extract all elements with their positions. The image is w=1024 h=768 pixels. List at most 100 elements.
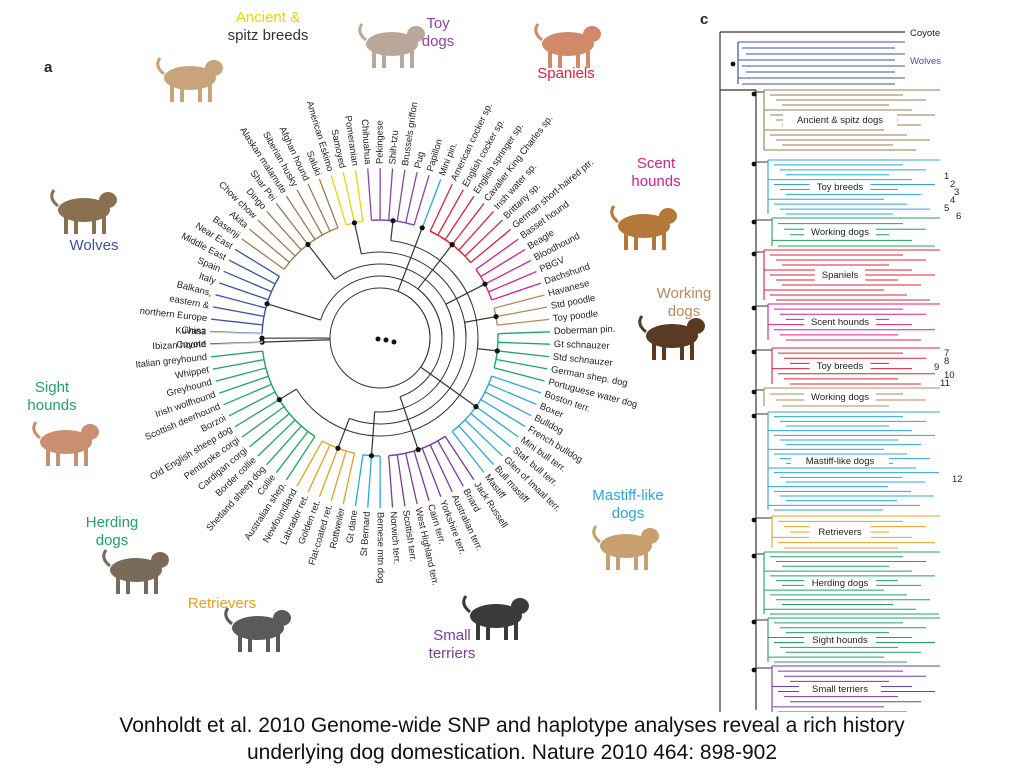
leaf-branch xyxy=(398,169,406,212)
leaf-branch xyxy=(257,426,289,457)
leaf-branch xyxy=(215,372,248,382)
branch xyxy=(464,419,473,428)
root-node xyxy=(383,337,389,343)
leaf-branch xyxy=(503,294,545,307)
group-title: spitz breeds xyxy=(228,27,309,44)
clade-label-bg xyxy=(814,269,866,281)
branch xyxy=(274,236,296,257)
group-title: Working xyxy=(657,285,712,302)
branch xyxy=(421,447,427,458)
leaf-branch xyxy=(500,378,542,394)
group-title: Retrievers xyxy=(188,595,256,612)
branch xyxy=(488,287,499,293)
breed-label: Gt schnauzer xyxy=(554,338,610,351)
branch xyxy=(327,201,339,228)
bootstrap-node xyxy=(751,667,757,673)
leaf-branch xyxy=(223,270,246,282)
group-title: Ancient & xyxy=(236,9,300,26)
leaf-branch xyxy=(210,318,244,324)
backbone-arc xyxy=(334,263,455,339)
branch xyxy=(260,406,285,424)
branch xyxy=(258,375,269,381)
branch xyxy=(245,280,272,293)
branch xyxy=(475,406,492,419)
group-title: terriers xyxy=(429,645,476,662)
branch xyxy=(247,367,267,374)
branch xyxy=(252,350,263,353)
backbone-arc xyxy=(445,303,455,339)
branch xyxy=(342,215,347,226)
leaf-branch xyxy=(210,342,253,346)
leaf-branch xyxy=(257,219,276,238)
leaf-branch xyxy=(525,318,550,323)
group-title: dogs xyxy=(422,33,455,50)
leaf-number: 3 xyxy=(954,187,959,198)
leaf-branch xyxy=(514,306,548,314)
group-title: Scent xyxy=(637,155,676,172)
branch xyxy=(256,304,267,309)
leaf-branch xyxy=(330,174,344,216)
branch xyxy=(444,215,462,240)
backbone-arc xyxy=(361,251,467,339)
clade-label-bg xyxy=(804,577,876,589)
leaf-branch xyxy=(497,270,537,289)
leaf-branch xyxy=(470,439,494,465)
bootstrap-node xyxy=(751,91,757,97)
bootstrap-node xyxy=(473,404,479,410)
bootstrap-node xyxy=(305,241,311,248)
clade-label-bg xyxy=(809,181,871,193)
leaf-number: 1 xyxy=(944,171,949,182)
caption-line-2: underlying dog domestication. Nature 201… xyxy=(246,741,778,764)
branch xyxy=(321,213,331,232)
leaf-branch xyxy=(470,211,494,237)
leaf-branch xyxy=(468,453,485,473)
branch xyxy=(245,383,272,396)
backbone-arc xyxy=(390,240,479,339)
leaf-branch xyxy=(367,474,371,508)
mastiff-illustration xyxy=(592,525,659,570)
leaf-branch xyxy=(509,282,542,295)
leaf-branch xyxy=(491,430,512,448)
leaf-branch xyxy=(215,294,257,307)
group-title: Sight xyxy=(35,379,70,396)
branch xyxy=(405,453,413,481)
branch xyxy=(444,436,452,446)
leaf-branch xyxy=(318,178,329,202)
bootstrap-node xyxy=(751,349,757,355)
leaf-branch xyxy=(446,457,464,487)
bootstrap-node xyxy=(493,313,499,320)
leaf-branch xyxy=(484,219,503,238)
clade-label: Scent hounds xyxy=(811,317,869,328)
clade-stem xyxy=(266,303,321,321)
branch xyxy=(369,455,373,475)
leaf-branch xyxy=(441,469,453,493)
bootstrap-node xyxy=(751,517,757,523)
branch xyxy=(495,358,506,362)
leaf-branch xyxy=(223,394,246,406)
bootstrap-node xyxy=(751,389,757,395)
branch xyxy=(287,419,296,428)
clade-label-bg xyxy=(809,360,871,372)
branch xyxy=(275,262,285,270)
clade-label: Toy breeds xyxy=(817,361,864,372)
branch xyxy=(413,450,421,470)
leaf-branch xyxy=(342,462,353,505)
clade-label: Working dogs xyxy=(811,392,869,403)
leaf-branch xyxy=(478,228,512,257)
leaf-branch xyxy=(425,457,442,497)
branch xyxy=(470,412,493,432)
leaf-branch xyxy=(218,282,251,295)
leaf-branch xyxy=(460,195,475,217)
group-title: Mastiff-like xyxy=(592,487,663,504)
leaf-branch xyxy=(425,179,442,219)
breed-label: Pekingese xyxy=(374,120,385,164)
leaf-branch xyxy=(450,444,475,481)
leaf-branch xyxy=(285,444,311,481)
leaf-number: 11 xyxy=(940,378,950,389)
leaf-branch xyxy=(483,238,519,265)
branch xyxy=(396,211,400,222)
breed-label: Norwich terr. xyxy=(388,511,403,564)
leaf-number: 6 xyxy=(956,211,961,222)
leaf-branch xyxy=(307,453,327,493)
branch xyxy=(265,278,276,285)
